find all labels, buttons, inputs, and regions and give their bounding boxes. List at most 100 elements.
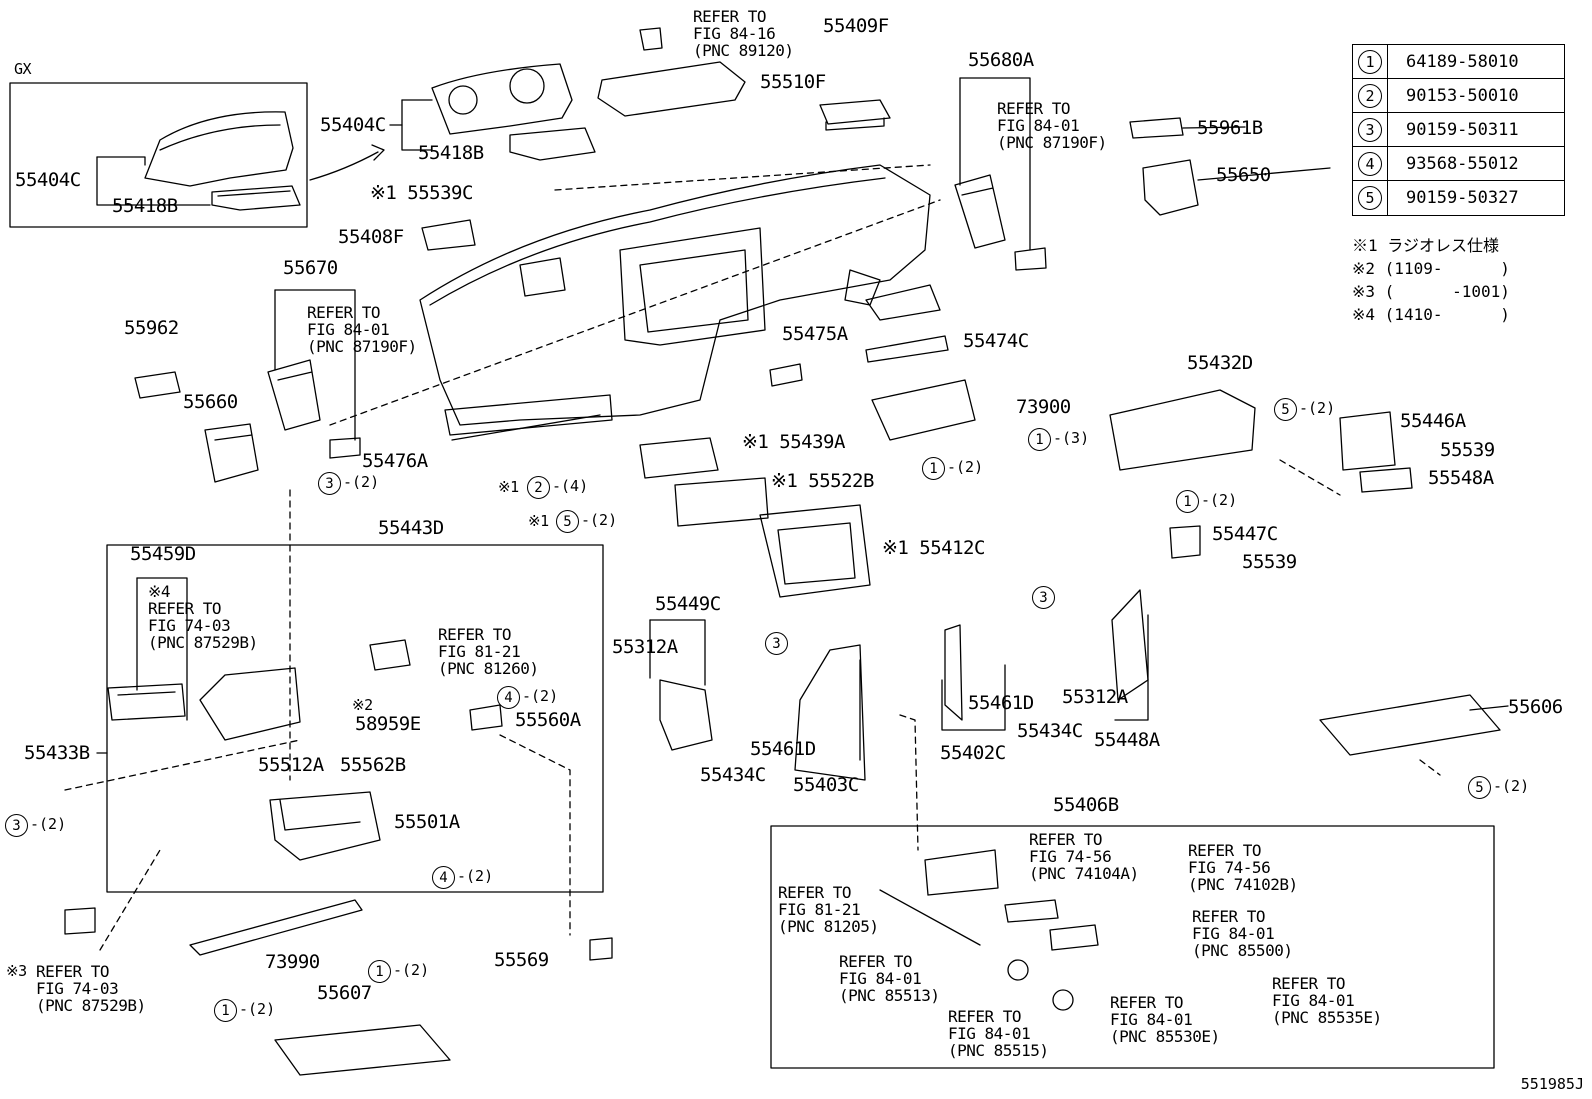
part-label-55461D-right: 55461D [968, 692, 1034, 714]
callout-quantity: -(2) [947, 458, 984, 476]
part-label-55660: 55660 [183, 391, 238, 413]
part-label-55459D: 55459D [130, 543, 196, 565]
part-label-55510F: 55510F [760, 71, 826, 93]
part-label-55402C: 55402C [940, 742, 1006, 764]
refer-81260: REFER TO FIG 81-21 (PNC 81260) [438, 625, 539, 678]
callout-circle: 3 [318, 472, 341, 495]
part-label-55434C-right: 55434C [1017, 720, 1083, 742]
part-label-55312A-left: 55312A [612, 636, 678, 658]
callout-circle: 1 [1028, 428, 1051, 451]
part-label-55406B: 55406B [1053, 794, 1119, 816]
part-label-55522B: ※1 55522B [771, 470, 874, 492]
refer-85500: REFER TO FIG 84-01 (PNC 85500) [1192, 907, 1293, 960]
callout-quantity: -(2) [581, 511, 618, 529]
refer-81205: REFER TO FIG 81-21 (PNC 81205) [778, 883, 879, 936]
gx-inset-frame [9, 82, 308, 228]
part-label-55448A: 55448A [1094, 729, 1160, 751]
mark-1b: ※1 [528, 512, 549, 530]
cover-drawing [597, 61, 746, 117]
callout-circle: 4 [432, 866, 455, 889]
refer-85535E: REFER TO FIG 84-01 (PNC 85535E) [1272, 974, 1382, 1027]
refer-89120: REFER TO FIG 84-16 (PNC 89120) [693, 7, 794, 60]
part-label-55569: 55569 [494, 949, 549, 971]
callout-circle: 5 [1274, 398, 1297, 421]
part-label-73990: 73990 [265, 951, 320, 973]
circled-key: 3 [1358, 117, 1382, 142]
callout-circle: 5 [1468, 776, 1491, 799]
part-number: 64189-58010 [1406, 51, 1519, 72]
part-label-55670: 55670 [283, 257, 338, 279]
vent-drawing [954, 174, 1006, 249]
refer-87529B-a: ※4 REFER TO FIG 74-03 (PNC 87529B) [148, 582, 258, 652]
part-label-55312A-right: 55312A [1062, 686, 1128, 708]
callout-quantity: -(2) [1201, 491, 1238, 509]
part-label-55449C: 55449C [655, 593, 721, 615]
note-line: ※1 ラジオレス仕様 [1352, 236, 1499, 255]
refer-87190F-right: REFER TO FIG 84-01 (PNC 87190F) [997, 99, 1107, 152]
refer-74104A: REFER TO FIG 74-56 (PNC 74104A) [1029, 830, 1139, 883]
callout-circle: 3 [765, 632, 788, 655]
callout-circle: 3 [5, 814, 28, 837]
callout-quantity: -(4) [552, 477, 589, 495]
part-label-55539C: ※1 55539C [370, 182, 473, 204]
part-label-58959E: 58959E [355, 713, 421, 735]
callout-circle: 1 [1176, 490, 1199, 513]
callout-circle: 2 [527, 476, 550, 499]
part-label-55432D: 55432D [1187, 352, 1253, 374]
part-label-55501A: 55501A [394, 811, 460, 833]
part-label-55404C: 55404C [320, 114, 386, 136]
mark-3: ※3 [6, 962, 27, 980]
callout-quantity: -(2) [30, 815, 67, 833]
part-label-55434C-left: 55434C [700, 764, 766, 786]
part-label-55443D: 55443D [378, 517, 444, 539]
part-label-55403C: 55403C [793, 774, 859, 796]
part-label-55680A: 55680A [968, 49, 1034, 71]
callout-quantity: -(2) [1493, 777, 1530, 795]
part-label-55404C-gx: 55404C [15, 169, 81, 191]
note-line: ※4 (1410- ) [1352, 305, 1510, 324]
leader-lines [96, 77, 1509, 761]
mark-1a: ※1 [498, 478, 519, 496]
part-label-73900: 73900 [1016, 396, 1071, 418]
part-label-55409F: 55409F [823, 15, 889, 37]
callout-quantity: -(3) [1053, 429, 1090, 447]
part-label-55548A: 55548A [1428, 467, 1494, 489]
callout-circle: 1 [368, 960, 391, 983]
part-label-55606: 55606 [1508, 696, 1563, 718]
figure-code: 551985J [1520, 1075, 1584, 1093]
part-label-55474C: 55474C [963, 330, 1029, 352]
part-label-55560A: 55560A [515, 709, 581, 731]
part-label-55650: 55650 [1216, 164, 1271, 186]
callout-quantity: -(2) [522, 687, 559, 705]
gx-cluster-hood-drawing [144, 111, 301, 211]
callout-circle: 1 [214, 999, 237, 1022]
refer-85515: REFER TO FIG 84-01 (PNC 85515) [948, 1007, 1049, 1060]
part-label-55962: 55962 [124, 317, 179, 339]
callout-circle: 3 [1032, 586, 1055, 609]
switch-inset-frame [770, 825, 1495, 1069]
refer-87190F-left: REFER TO FIG 84-01 (PNC 87190F) [307, 303, 417, 356]
variant-label: GX [14, 60, 32, 78]
part-label-55539-a: 55539 [1440, 439, 1495, 461]
note-line: ※3 ( -1001) [1352, 282, 1510, 301]
part-label-55408F: 55408F [338, 226, 404, 248]
part-label-55439A: ※1 55439A [742, 431, 845, 453]
notes: ※1 ラジオレス仕様※2 (1109- )※3 ( -1001)※4 (1410… [1352, 234, 1510, 326]
arrow [309, 151, 379, 181]
part-label-55512A: 55512A [258, 754, 324, 776]
part-label-55539-b: 55539 [1242, 551, 1297, 573]
cluster-hood-drawing [431, 63, 596, 161]
part-label-55562B: 55562B [340, 754, 406, 776]
callout-circle: 1 [922, 457, 945, 480]
part-label-55412C: ※1 55412C [882, 537, 985, 559]
part-number: 90159-50327 [1406, 188, 1519, 208]
circled-key: 4 [1358, 151, 1382, 176]
clip-drawing [639, 27, 663, 51]
part-label-55461D-left: 55461D [750, 738, 816, 760]
